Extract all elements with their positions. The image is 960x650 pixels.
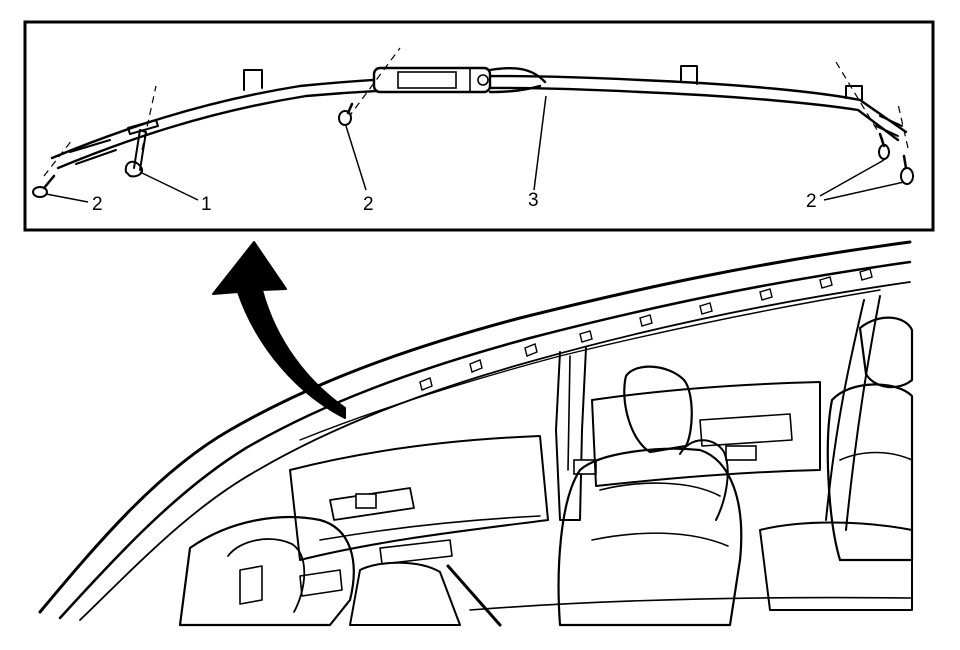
b-pillar [555, 347, 597, 521]
callout-roof-rail-airbag: 3 [528, 190, 539, 211]
fastener-center [338, 102, 354, 126]
rear-seat [759, 316, 914, 611]
fastener-right-b [900, 154, 914, 185]
leader-lines [45, 95, 905, 203]
inflator-canister [372, 66, 547, 94]
c-pillar [825, 295, 881, 531]
detail-pointer-arrow [212, 241, 346, 419]
side-airbag-tether-fastener [124, 119, 159, 178]
center-console [349, 561, 502, 627]
callout-fastener-left-end: 2 [92, 194, 103, 215]
vehicle-interior-view [38, 240, 914, 627]
roof-rail-airbag-module [50, 65, 908, 170]
detail-inset: 2 1 2 3 2 [23, 20, 935, 232]
roof-rail-and-a-pillar [38, 240, 912, 621]
fastener-left-end [32, 174, 56, 198]
callout-fasteners-right: 2 [806, 191, 817, 212]
instrument-panel [178, 515, 355, 627]
detail-inset-frame [23, 20, 935, 232]
floor-line [469, 596, 913, 611]
rear-door-trim-panel [591, 381, 821, 487]
front-seat [557, 365, 743, 627]
callout-side-airbag-tether: 1 [201, 194, 212, 215]
callout-fastener-center: 2 [363, 194, 374, 215]
fastener-axis-lines [43, 47, 909, 177]
fastener-right-a [878, 132, 890, 160]
front-door-trim-panel [289, 435, 549, 565]
